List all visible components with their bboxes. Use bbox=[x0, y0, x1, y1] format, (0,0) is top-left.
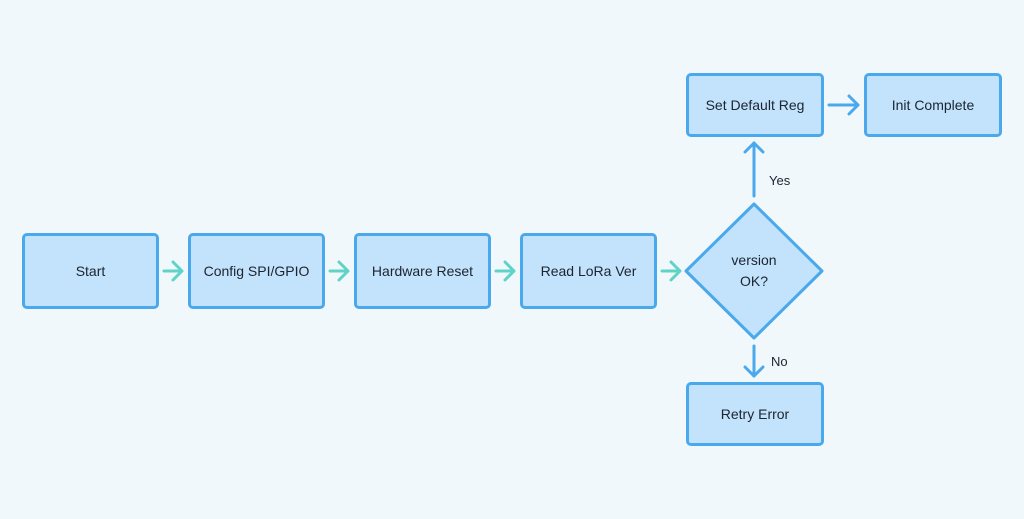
decision-label-line2: OK? bbox=[739, 273, 768, 289]
decision-label-line1: version bbox=[731, 252, 777, 268]
node-retry-error: Retry Error bbox=[686, 382, 824, 446]
arrow-start-to-config bbox=[162, 260, 184, 282]
node-retry-error-label: Retry Error bbox=[720, 406, 790, 422]
node-read-label: Read LoRa Ver bbox=[540, 263, 637, 279]
node-init-complete: Init Complete bbox=[864, 73, 1002, 137]
arrow-read-to-decision bbox=[660, 260, 682, 282]
node-read-lora-ver: Read LoRa Ver bbox=[520, 233, 657, 309]
node-config-label: Config SPI/GPIO bbox=[203, 263, 310, 279]
arrow-reset-to-read bbox=[494, 260, 516, 282]
node-hardware-reset: Hardware Reset bbox=[354, 233, 491, 309]
arrow-no-down bbox=[743, 344, 765, 378]
decision-diamond bbox=[684, 202, 824, 340]
arrow-default-to-complete bbox=[827, 94, 860, 116]
node-init-complete-label: Init Complete bbox=[891, 97, 975, 113]
arrow-config-to-reset bbox=[328, 260, 350, 282]
node-set-default-reg: Set Default Reg bbox=[686, 73, 824, 137]
node-reset-label: Hardware Reset bbox=[371, 263, 474, 279]
edge-label-no: No bbox=[771, 354, 788, 369]
edge-label-yes: Yes bbox=[769, 173, 791, 188]
node-start-label: Start bbox=[75, 263, 106, 279]
decision-label: version OK? bbox=[704, 250, 804, 292]
node-start: Start bbox=[22, 233, 159, 309]
node-default-reg-label: Set Default Reg bbox=[705, 97, 805, 113]
node-config-spi-gpio: Config SPI/GPIO bbox=[188, 233, 325, 309]
arrow-yes-up bbox=[743, 141, 765, 198]
